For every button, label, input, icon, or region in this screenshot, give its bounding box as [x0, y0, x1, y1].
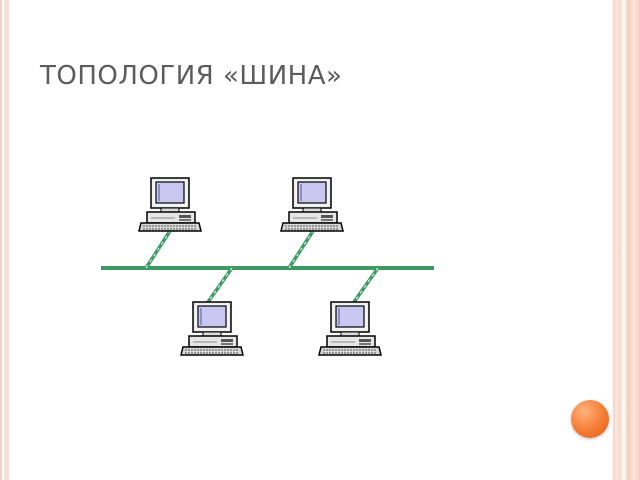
drop-cable-1 — [144, 230, 172, 269]
computer-3-icon — [180, 301, 244, 356]
orange-circle-decoration — [571, 400, 609, 438]
drop-cable-4 — [352, 266, 380, 304]
drop-cable-3 — [206, 266, 234, 304]
slide-frame-left — [0, 0, 9, 480]
drop-cable-2 — [287, 230, 315, 269]
computer-2-icon — [280, 177, 344, 232]
computer-4-icon — [318, 301, 382, 356]
computer-1-icon — [138, 177, 202, 232]
slide-frame-right — [612, 0, 640, 480]
slide-title: Топология «шина» — [40, 61, 343, 91]
